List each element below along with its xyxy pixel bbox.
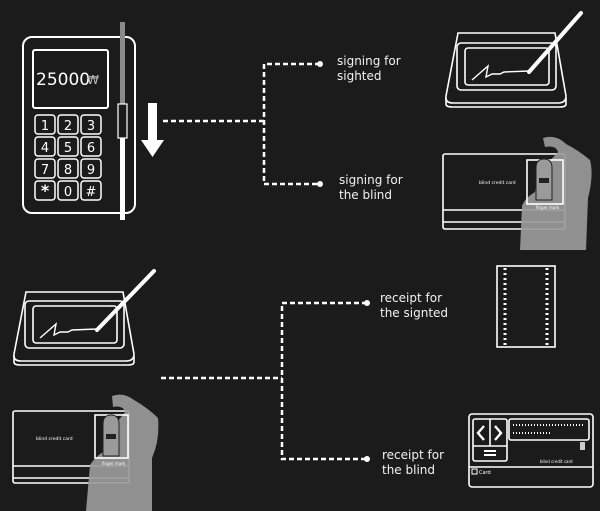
label-receipt-blind: receipt for the blind: [382, 448, 444, 478]
card-slot-middle: [117, 103, 128, 139]
key-label: *: [41, 181, 50, 200]
key-outline: [34, 158, 56, 179]
blind-card-hand-icon: blind credit card finger mark: [442, 136, 592, 250]
label-line: receipt for: [380, 291, 443, 305]
finger-mark-label-bottom: finger mark: [102, 461, 126, 466]
connector-dot-receipt-sighted: [364, 300, 370, 306]
blind-card-title: blind credit card: [479, 180, 516, 186]
label-line: the signted: [380, 306, 449, 320]
key-label: 9: [87, 163, 95, 178]
key-label: 1: [41, 119, 49, 134]
braille-footer-label: blind credit card: [540, 459, 573, 464]
receipt-connector: [161, 301, 367, 461]
keypad-key-0[interactable]: 0: [57, 180, 79, 201]
connector-dot-receipt-blind: [364, 456, 370, 462]
key-label: 3: [87, 119, 95, 134]
label-signing-blind: signing for the blind: [339, 173, 403, 203]
label-line: receipt for: [382, 448, 445, 462]
keypad-key-2[interactable]: 2: [57, 114, 79, 135]
keypad-key-9[interactable]: 9: [80, 158, 102, 179]
connector-branch: [262, 62, 320, 186]
connector-dot-blind: [317, 181, 323, 187]
finger-mark-label: finger mark: [536, 205, 560, 210]
currency-symbol: ₩: [87, 73, 99, 87]
label-line: signing for: [337, 54, 401, 68]
key-outline: [80, 158, 102, 179]
key-outline: [34, 114, 56, 135]
key-outline: [57, 180, 79, 201]
connector-branch: [280, 301, 367, 461]
braille-receipt-icon: [468, 413, 594, 488]
key-label: 5: [64, 141, 72, 156]
terminal-screen: [32, 49, 109, 109]
blind-card-hand-bottom-icon: blind credit card finger mark: [12, 394, 159, 511]
key-label: 4: [41, 141, 49, 156]
key-label: 0: [64, 185, 72, 200]
braille-card-label: Card: [479, 470, 491, 476]
insert-down-arrow-icon: [141, 103, 164, 157]
key-outline: [34, 180, 56, 201]
connector-dot-sighted: [317, 61, 323, 67]
keypad-key-8[interactable]: 8: [57, 158, 79, 179]
label-signing-sighted: signing for sighted: [337, 54, 401, 84]
keypad-key-6[interactable]: 6: [80, 136, 102, 157]
key-outline: [57, 114, 79, 135]
card-slot-bottom: [120, 138, 125, 220]
label-line: sighted: [337, 69, 382, 83]
key-outline: [80, 136, 102, 157]
key-outline: [80, 180, 102, 201]
key-label: 2: [64, 119, 72, 134]
keypad-key-hash[interactable]: #: [80, 180, 102, 201]
key-outline: [34, 136, 56, 157]
blind-card-title-bottom: blind credit card: [36, 436, 73, 442]
label-line: the blind: [339, 188, 393, 202]
keypad-key-7[interactable]: 7: [34, 158, 56, 179]
keypad-key-3[interactable]: 3: [80, 114, 102, 135]
paper-receipt-icon: [496, 265, 556, 348]
keypad-key-1[interactable]: 1: [34, 114, 56, 135]
signing-pad-signed-icon: [13, 269, 156, 366]
signing-pad-icon: [445, 11, 583, 108]
label-receipt-sighted: receipt for the signted: [380, 291, 448, 321]
keypad-key-5[interactable]: 5: [57, 136, 79, 157]
signing-connector: [163, 62, 320, 186]
key-label: 7: [41, 163, 49, 178]
key-outline: [57, 158, 79, 179]
key-outline: [57, 136, 79, 157]
terminal-amount: 25000: [36, 70, 90, 90]
keypad-key-4[interactable]: 4: [34, 136, 56, 157]
card-slot-top: [120, 22, 125, 104]
key-outline: [80, 114, 102, 135]
key-label: 8: [64, 163, 72, 178]
key-label: 6: [87, 141, 95, 156]
label-line: the blind: [382, 463, 436, 477]
terminal-body: [22, 36, 136, 214]
key-label: #: [86, 185, 97, 200]
keypad-key-star[interactable]: *: [34, 180, 56, 201]
label-line: signing for: [339, 173, 403, 187]
payment-terminal: [22, 36, 136, 214]
